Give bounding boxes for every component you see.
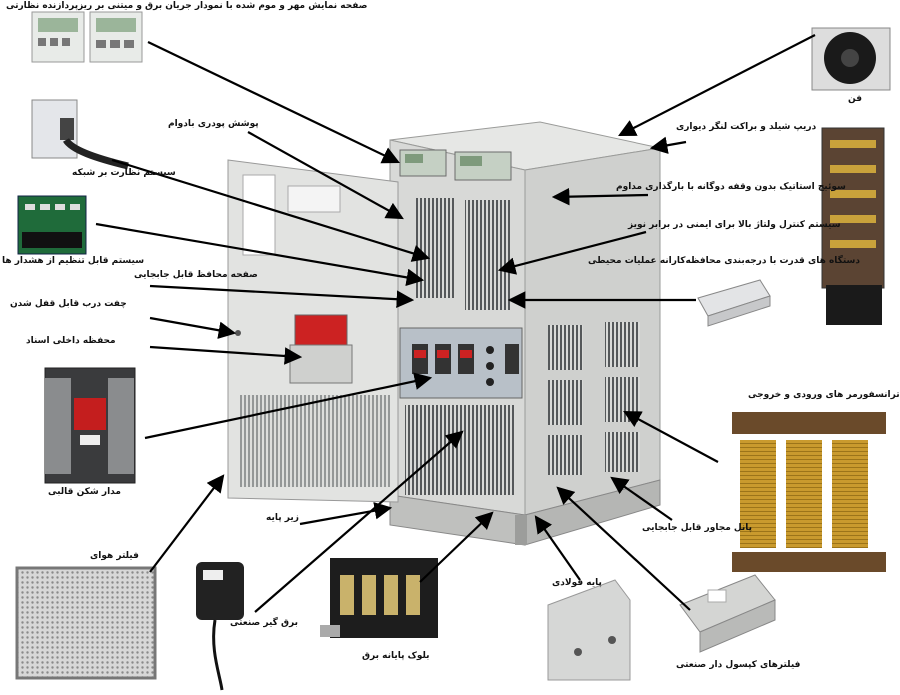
label-powder-coat: پوشش پودری بادوام bbox=[168, 119, 259, 129]
label-air-filter: فیلتر هوای bbox=[90, 551, 139, 561]
label-base-plinth: زیر پایه bbox=[266, 513, 299, 523]
label-transformers: ترانسفورمر های ورودی و خروجی bbox=[748, 390, 900, 400]
static-switch-image bbox=[821, 127, 885, 325]
terminal-block-image bbox=[320, 558, 438, 638]
label-removable-panel: صفحه محافظ قابل جابجایی bbox=[134, 270, 258, 280]
steel-leg-image bbox=[547, 579, 631, 681]
label-terminal-block: بلوک پایانه برق bbox=[362, 651, 430, 661]
fan-image bbox=[811, 27, 891, 91]
door-vent bbox=[240, 395, 390, 487]
door-label-sheet bbox=[242, 174, 276, 256]
side-vent-1 bbox=[548, 325, 583, 370]
side-vent-6 bbox=[605, 432, 640, 472]
front-upper-vent-left bbox=[415, 198, 455, 298]
display-unit-image bbox=[31, 11, 143, 63]
transformer-image bbox=[732, 412, 886, 572]
ups-cabinet bbox=[389, 121, 661, 546]
label-drip-shield: دریپ شیلد و براکت لنگر دیواری bbox=[676, 122, 817, 132]
front-upper-vent-right bbox=[465, 200, 510, 310]
label-static-switch: سوئیچ استاتیک بدون وقفه دوگانه با بارگذا… bbox=[616, 182, 846, 192]
label-doc-holder: محفظه داخلی اسناد bbox=[26, 336, 116, 346]
label-monitoring: سیستم نظارت بر شبکه bbox=[72, 168, 176, 178]
air-filter-image bbox=[15, 566, 157, 680]
label-breaker: مدار شکن قالبی bbox=[48, 487, 121, 497]
label-adjacent-panel: پانل مجاور قابل جابجایی bbox=[642, 523, 753, 533]
leader-arrows bbox=[95, 34, 816, 613]
side-vent-2 bbox=[605, 322, 640, 367]
label-voltage-control: سیستم کنترل ولتاژ بالا برای ایمنی در برا… bbox=[628, 220, 841, 230]
side-vent-5 bbox=[548, 435, 583, 475]
molded-case-breaker-image bbox=[44, 367, 136, 484]
label-steel-leg: پایه فولادی bbox=[552, 578, 602, 588]
cabinet-door bbox=[227, 159, 399, 503]
monitoring-system-image bbox=[31, 99, 129, 170]
label-door-lock: چفت درب قابل قفل شدن bbox=[10, 299, 127, 309]
capsule-filter-image bbox=[679, 574, 776, 653]
side-vent-4 bbox=[605, 377, 640, 422]
front-lower-vent bbox=[405, 405, 515, 495]
label-alarm-setting: سیستم قابل تنظیم از هشدار ها bbox=[2, 256, 145, 266]
label-power-devices: دستگاه های قدرت با درجه‌بندی محافظه‌کارا… bbox=[588, 256, 861, 266]
power-module-image bbox=[697, 279, 771, 327]
label-display-panel: صفحه نمایش مهر و موم شده با نمودار جریان… bbox=[6, 1, 368, 11]
document-holder bbox=[289, 344, 353, 384]
label-fan: فن bbox=[848, 94, 862, 104]
label-capsule-filters: فیلترهای کپسول دار صنعتی bbox=[676, 660, 801, 670]
side-vent-3 bbox=[548, 380, 583, 425]
door-red-window bbox=[294, 314, 348, 346]
alarm-board-image bbox=[17, 195, 87, 255]
label-surge-arrester: برق گیر صنعتی bbox=[230, 618, 299, 628]
surge-arrester-image bbox=[196, 562, 244, 691]
